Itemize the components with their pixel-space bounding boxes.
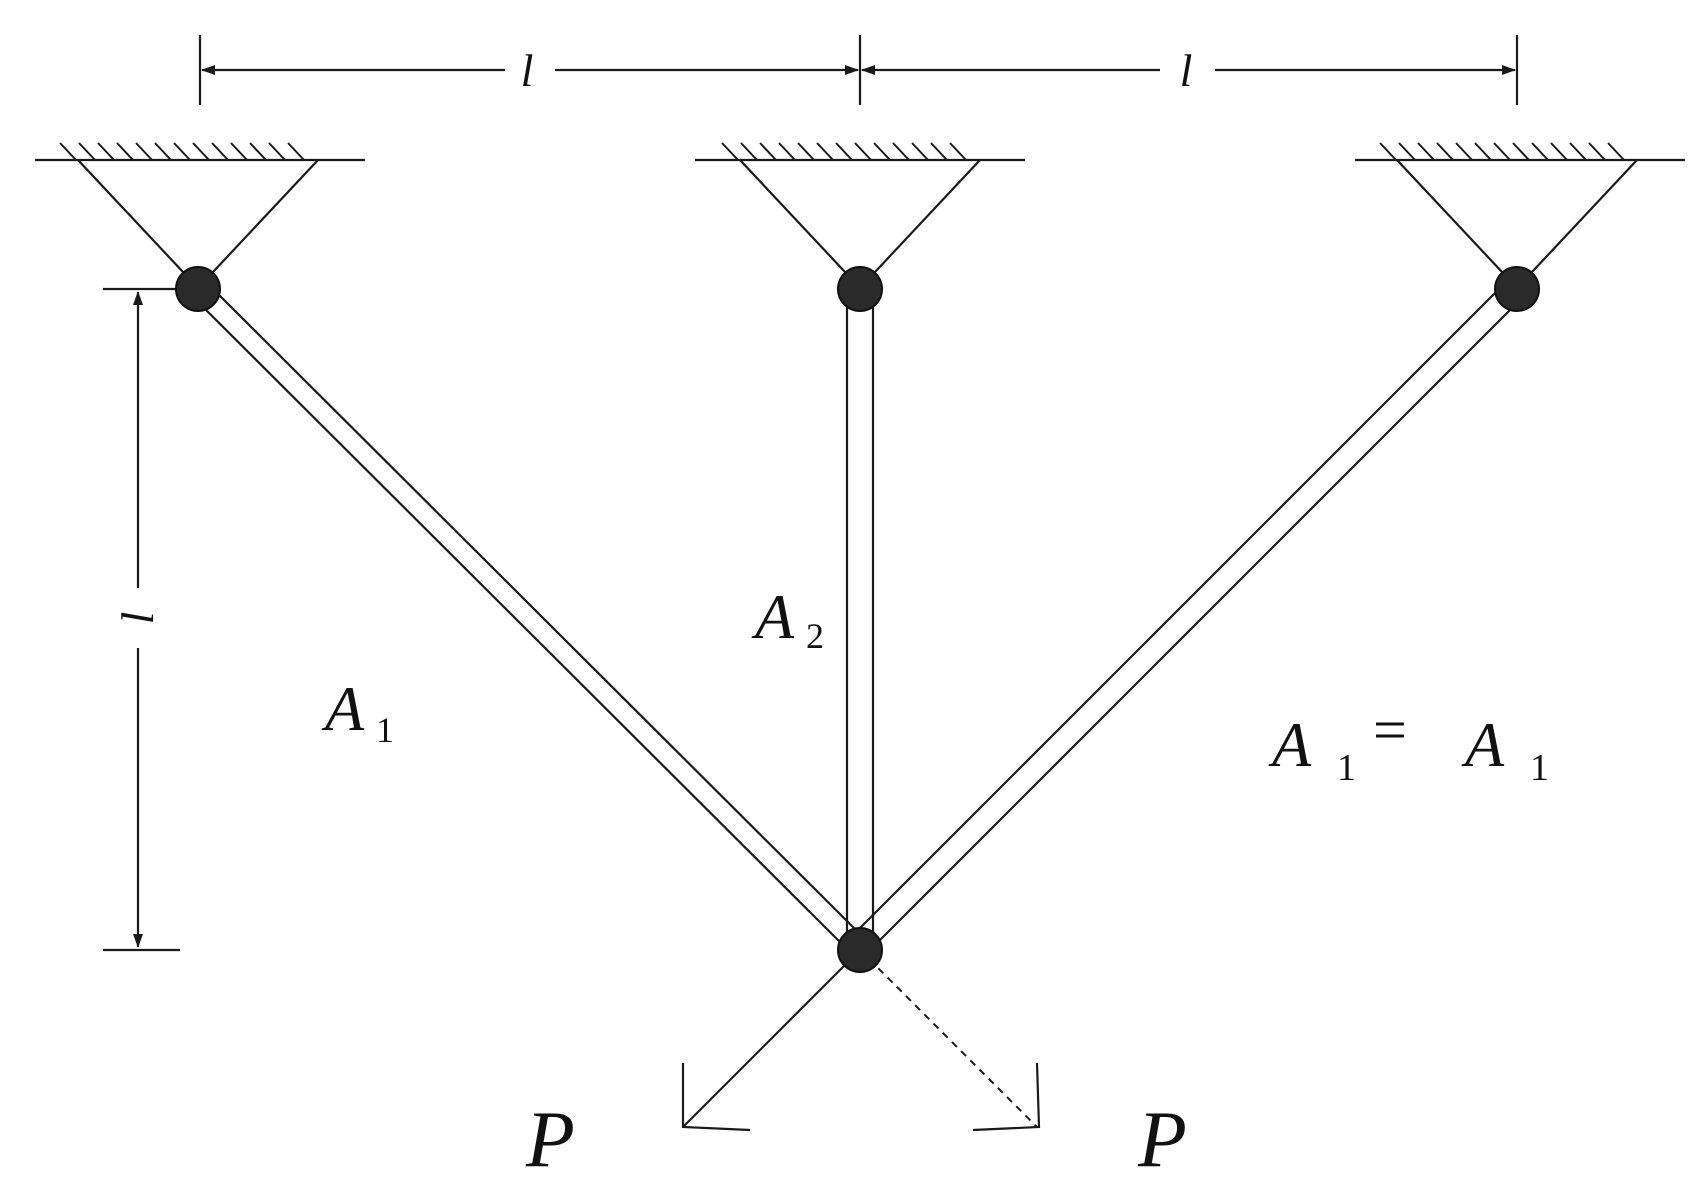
pin-left xyxy=(175,266,221,312)
hatch-mark xyxy=(816,142,834,161)
middle-bar-area: A xyxy=(751,581,795,652)
left-height-label: l xyxy=(112,612,163,625)
hatch-mark xyxy=(1379,142,1397,161)
relation-lhs: A xyxy=(1268,709,1312,780)
relation-rhs: A xyxy=(1461,709,1505,780)
left-bar-sub: 1 xyxy=(376,710,394,750)
hatch-mark xyxy=(116,142,134,161)
hatch-mark xyxy=(797,142,815,161)
hatch-mark xyxy=(230,142,248,161)
hatch-mark xyxy=(1569,142,1587,161)
hatch-mark xyxy=(854,142,872,161)
area-relation: A 1 = A 1 xyxy=(1268,697,1549,789)
hatch-mark xyxy=(778,142,796,161)
relation-rhs-sub: 1 xyxy=(1530,747,1549,789)
relation-lhs-sub: 1 xyxy=(1337,747,1356,789)
hatch-mark xyxy=(1455,142,1473,161)
hatch-mark xyxy=(949,142,967,161)
hatch-mark xyxy=(835,142,853,161)
hatch-mark xyxy=(740,142,758,161)
hatch-mark xyxy=(154,142,172,161)
hatch-mark xyxy=(1607,142,1625,161)
hatch-mark xyxy=(192,142,210,161)
label-left-bar: A 1 xyxy=(321,673,394,750)
hatch-mark xyxy=(1417,142,1435,161)
hatch-mark xyxy=(873,142,891,161)
bar-left xyxy=(191,279,869,955)
support-right xyxy=(1355,142,1685,290)
load-right xyxy=(859,949,1041,1132)
load-right-label: P xyxy=(1137,1096,1187,1184)
hatch-mark xyxy=(892,142,910,161)
pin-right xyxy=(1494,266,1540,312)
hatch-mark xyxy=(135,142,153,161)
left-dimension: l xyxy=(103,287,198,952)
hatch-mark xyxy=(59,142,77,161)
hatch-mark xyxy=(1588,142,1606,161)
hatch-mark xyxy=(1550,142,1568,161)
hatch-mark xyxy=(911,142,929,161)
hatch-mark xyxy=(287,142,305,161)
hatch-mark xyxy=(721,142,739,161)
top-dimension: l l xyxy=(198,35,1519,105)
hatch-mark xyxy=(1398,142,1416,161)
top-right-span-label: l xyxy=(1180,45,1193,96)
hatch-mark xyxy=(759,142,777,161)
pin-middle xyxy=(837,266,883,312)
bar-right xyxy=(847,277,1525,955)
top-left-span-label: l xyxy=(521,45,534,96)
left-bar-area: A xyxy=(321,673,365,744)
hatch-mark xyxy=(1512,142,1530,161)
load-left xyxy=(681,949,861,1132)
hatch-mark xyxy=(97,142,115,161)
load-left-label: P xyxy=(525,1096,575,1184)
bar-middle xyxy=(845,289,875,940)
hatch-mark xyxy=(1436,142,1454,161)
hatch-mark xyxy=(78,142,96,161)
hatch-mark xyxy=(249,142,267,161)
label-middle-bar: A 2 xyxy=(751,581,824,656)
hatch-mark xyxy=(930,142,948,161)
hatch-mark xyxy=(173,142,191,161)
hatch-mark xyxy=(1531,142,1549,161)
hatch-mark xyxy=(1474,142,1492,161)
relation-equals: = xyxy=(1373,697,1407,763)
hatch-mark xyxy=(211,142,229,161)
hatch-mark xyxy=(268,142,286,161)
middle-bar-sub: 2 xyxy=(806,616,824,656)
hatch-mark xyxy=(1493,142,1511,161)
pin-bottom xyxy=(837,927,883,973)
